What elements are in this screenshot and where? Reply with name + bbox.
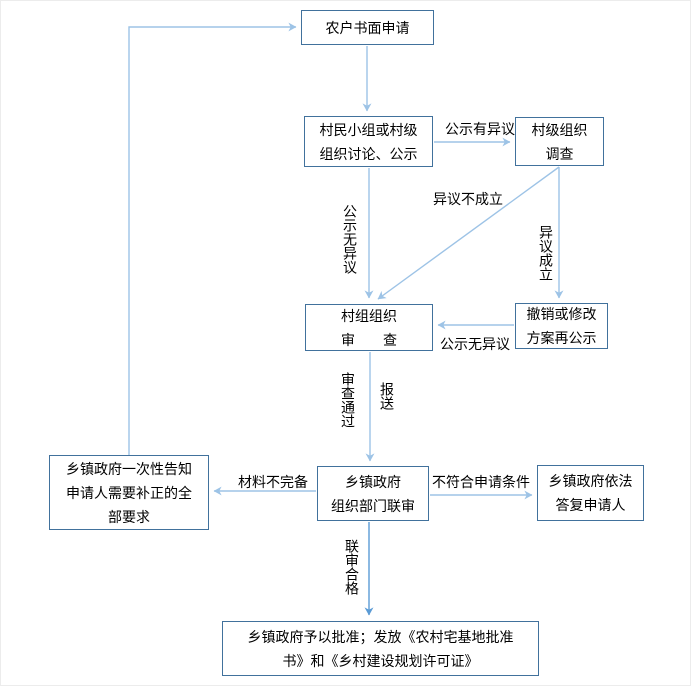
edge-label-not-meet-conditions: 不符合申请条件	[432, 474, 530, 490]
edge-label-objection-established: 异议成立	[538, 225, 554, 281]
connector-notify-to-application	[128, 22, 297, 455]
node-village-investigation: 村级组织 调查	[515, 117, 604, 166]
connector-investigation-to-review	[377, 166, 560, 300]
node-village-discussion: 村民小组或村级 组织讨论、公示	[304, 116, 433, 167]
edge-label-publicity-has-objection: 公示有异议	[445, 121, 515, 137]
edge-label-review-passed: 审查通过	[340, 372, 356, 428]
node-revoke-republish: 撤销或修改 方案再公示	[515, 303, 608, 349]
node-village-review: 村组组织 审 查	[305, 304, 433, 351]
node-township-approval: 乡镇政府予以批准；发放《农村宅基地批准 书》和《乡村建设规划许可证》	[222, 621, 539, 676]
node-township-legal-reply: 乡镇政府依法 答复申请人	[537, 465, 644, 521]
edge-label-republished-no-objection: 公示无异议	[440, 336, 510, 352]
node-township-joint-review: 乡镇政府 组织部门联审	[317, 466, 429, 521]
edge-label-submit: 报送	[379, 382, 395, 410]
edge-label-publicity-no-objection: 公示无异议	[342, 204, 358, 274]
node-township-notify-correction: 乡镇政府一次性告知 申请人需要补正的全 部要求	[49, 455, 209, 530]
edge-label-joint-review-qualified: 联审合格	[344, 539, 360, 595]
edge-label-materials-incomplete: 材料不完备	[238, 474, 308, 490]
node-farmer-application: 农户书面申请	[301, 10, 434, 45]
edge-label-objection-not-established: 异议不成立	[433, 191, 503, 207]
